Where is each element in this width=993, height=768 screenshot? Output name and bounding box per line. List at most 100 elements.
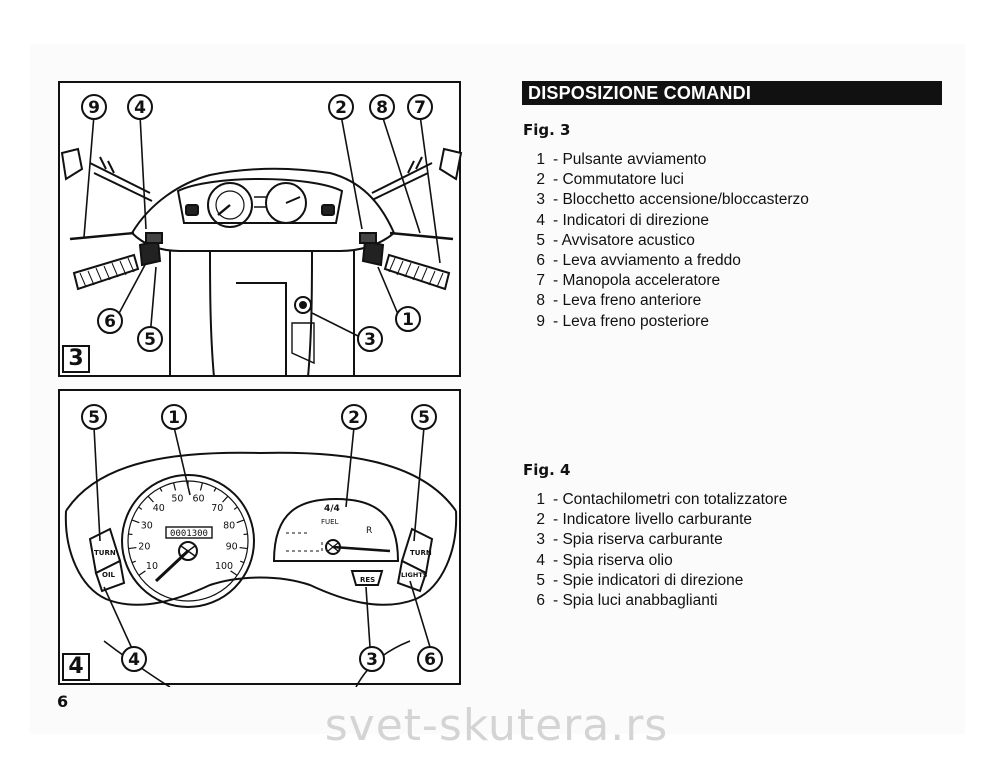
fig4-callout-4: 4 [128,650,140,670]
legend-item-text: - Avvisatore acustico [553,231,695,249]
legend-item: 2 - Commutatore luci [533,170,809,190]
fuel-reserve-light: RES [360,576,375,584]
fig3-callout-2: 2 [335,98,347,118]
speed-scale-label: 60 [193,493,205,504]
legend-item-text: - Spia riserva carburante [553,531,723,549]
legend-item-number: 5 [536,231,545,249]
fig4-callout-6: 6 [424,650,436,670]
legend-item-number: 2 [536,171,545,189]
legend-item: 6 - Spia luci anabbaglianti [533,591,787,611]
odometer-readout: 0001300 [170,529,208,539]
turn-right-indicator: TURN [410,549,432,557]
fig3-callout-6: 6 [104,312,116,332]
fig4-legend: 1 - Contachilometri con totalizzatore 2- I… [533,490,787,611]
fuel-label: FUEL [321,518,339,526]
legend-item-number: 8 [536,292,545,310]
speed-scale-label: 30 [141,521,153,532]
legend-item-number: 1 [536,151,545,168]
legend-item-number: 6 [536,252,545,270]
legend-item-number: 7 [536,272,545,290]
legend-item: 1 - Contachilometri con totalizzatore [533,490,787,510]
fig3-callout-4: 4 [134,98,146,118]
lights-indicator: LIGHTS [401,571,428,579]
legend-item: 5 - Avvisatore acustico [533,231,809,251]
legend-item-text: - Indicatori di direzione [553,211,709,229]
speed-tick [222,495,229,503]
legend-item-text: - Spie indicatori di direzione [553,571,744,589]
legend-item: 2- Indicatore livello carburante [533,510,787,530]
speed-tick [131,519,140,524]
legend-item-number: 1 [536,491,545,508]
legend-item: 8 - Leva freno anteriore [533,291,809,311]
fig4-heading: Fig. 4 [523,461,571,479]
legend-item-text: - Leva freno anteriore [553,292,702,310]
fig4-callout-5-right: 5 [418,408,430,428]
legend-item: 7 - Manopola acceleratore [533,271,809,291]
legend-item: 3 - Spia riserva carburante [533,530,787,550]
legend-item-number: 5 [536,571,545,589]
legend-item-text: - Leva avviamento a freddo [553,252,741,270]
legend-item: 4- Spia riserva olio [533,551,787,571]
fig3-callout-9: 9 [88,98,100,118]
page-number: 6 [57,692,69,711]
speed-scale-label: 100 [215,561,233,572]
speed-scale-label: 70 [211,503,223,514]
fig4-callout-5-left: 5 [88,408,100,428]
fig3-callout-7: 7 [414,98,426,118]
legend-item-text: - Spia luci anabbaglianti [553,592,718,610]
legend-item: 9- Leva freno posteriore [533,312,809,332]
fuel-full-mark: 4/4 [324,504,340,514]
speed-tick [230,570,238,576]
legend-item-number: 3 [536,531,545,549]
speed-scale-label: 40 [153,503,165,514]
fig3-panel-number: 3 [62,345,90,373]
figure-3-handlebar-drawing: 9 4 2 8 7 6 5 3 1 3 [58,81,463,378]
speed-scale-label: 90 [226,542,238,553]
speed-tick [236,519,245,524]
fig4-callout-1: 1 [168,408,180,428]
fig4-callout-2: 2 [348,408,360,428]
speed-tick [147,495,154,503]
legend-item-text: - Blocchetto accensione/bloccasterzo [553,191,809,209]
speed-scale-label: 20 [138,542,150,553]
legend-item-number: 6 [536,592,545,610]
speed-tick [138,506,143,510]
speed-scale-label: 50 [171,493,183,504]
legend-item-number: 4 [536,211,545,229]
speed-scale-label: 80 [223,521,235,532]
fig4-callout-3: 3 [366,650,378,670]
fig3-callout-8: 8 [376,98,388,118]
speed-tick [239,546,248,550]
legend-item-text: - Spia riserva olio [553,551,673,569]
legend-item-text: - Contachilometri con totalizzatore [553,491,788,508]
legend-item-text: - Indicatore livello carburante [553,511,753,529]
fig3-callout-3: 3 [364,330,376,350]
fig3-callout-5: 5 [144,330,156,350]
legend-item: 1 - Pulsante avviamento [533,150,809,170]
turn-left-indicator: TURN [94,549,116,557]
speed-tick [213,487,217,492]
speed-tick [159,487,163,492]
fig3-callout-1: 1 [402,310,414,330]
legend-item-text: - Pulsante avviamento [553,151,707,168]
speed-tick [199,482,203,491]
oil-warning-light: OIL [102,571,116,579]
legend-item: 5 - Spie indicatori di direzione [533,571,787,591]
speed-tick [128,546,137,550]
legend-item: 3 - Blocchetto accensione/bloccasterzo [533,190,809,210]
fig3-heading: Fig. 3 [523,121,571,139]
speed-tick [173,482,177,491]
speed-tick [131,560,136,564]
fig3-legend: 1 - Pulsante avviamento 2 - Commutatore luc… [533,150,809,332]
legend-item-number: 9 [536,312,545,330]
section-title: DISPOSIZIONE COMANDI [522,81,942,105]
legend-item: 6 - Leva avviamento a freddo [533,251,809,271]
legend-item-text: - Manopola acceleratore [553,272,721,290]
speed-scale-label: 10 [146,561,158,572]
speed-tick [240,560,245,564]
legend-item-text: - Commutatore luci [553,171,684,189]
fuel-reserve-mark: R [366,526,372,536]
legend-item-number: 3 [536,191,545,209]
fig4-panel-number: 4 [62,653,90,681]
